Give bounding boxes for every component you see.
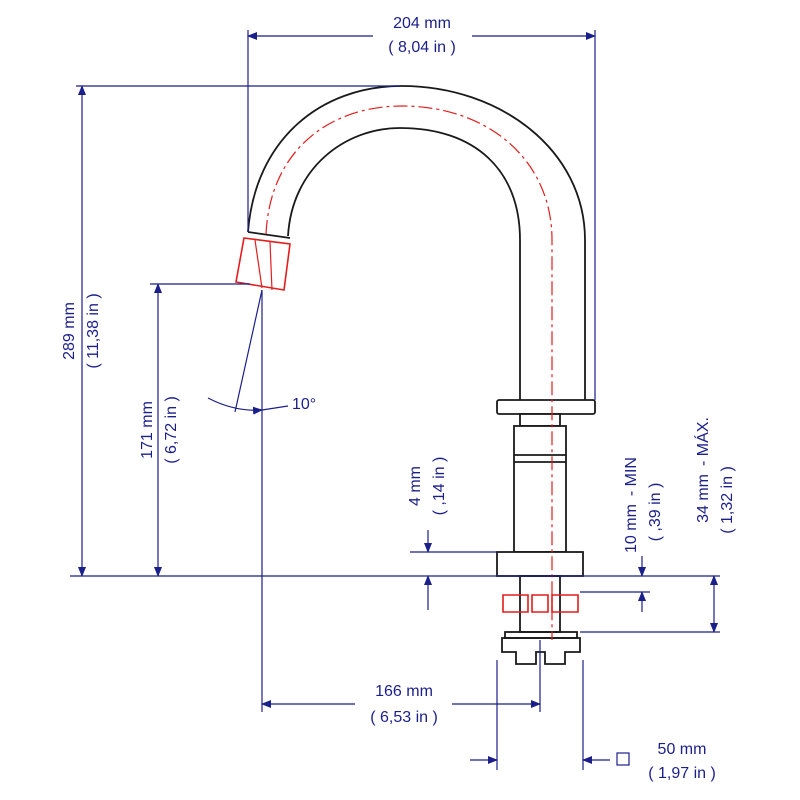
angle-leader (261, 405, 289, 411)
aerator-inner (254, 239, 273, 291)
hole-in-label: ( 1,97 in ) (648, 765, 716, 782)
spout-outer-curve (247, 85, 586, 400)
spout-height-mm-label: 171 mm (139, 401, 156, 459)
flange-mm-label: 4 mm (407, 466, 424, 506)
flange-in-label: ( ,14 in ) (431, 457, 448, 516)
aerator-tip (247, 231, 291, 239)
min-suffix: - MIN (623, 457, 640, 496)
base-flange (496, 551, 584, 577)
spout-centerline (265, 105, 553, 640)
angle-ray (234, 289, 263, 413)
min-mm-value: 10 mm (623, 504, 640, 553)
faucet-body (247, 85, 596, 665)
dimension-labels: 204 mm ( 8,04 in ) 289 mm ( 11,38 in ) 1… (61, 15, 736, 782)
base-collar (496, 399, 596, 415)
faucet-column (513, 425, 567, 553)
min-mm-label: 10 mm - MIN (623, 457, 640, 553)
reach-mm-label: 166 mm (375, 683, 433, 700)
extension-lines (70, 30, 720, 770)
spout-height-in-label: ( 6,72 in ) (163, 396, 180, 464)
max-mm-value: 34 mm (695, 474, 712, 523)
angle-lines (207, 289, 289, 712)
height-mm-label: 289 mm (61, 302, 78, 360)
square-symbol-icon (616, 752, 630, 766)
height-in-label: ( 11,38 in ) (85, 293, 102, 368)
min-in-label: ( ,39 in ) (647, 483, 664, 542)
angle-label: 10° (292, 396, 316, 413)
reach-in-label: ( 6,53 in ) (370, 709, 438, 726)
deck-fitting (502, 594, 579, 613)
spout-inner-curve (287, 127, 521, 400)
aerator-outline (235, 237, 291, 291)
angle-arc (207, 397, 263, 415)
max-in-label: ( 1,32 in ) (719, 466, 736, 534)
max-suffix: - MÁX. (693, 417, 712, 466)
collar-neck (519, 413, 561, 427)
under-deck-stem (519, 575, 561, 633)
max-mm-label: 34 mm - MÁX. (693, 417, 712, 523)
width-in-label: ( 8,04 in ) (388, 39, 456, 56)
centerlines (235, 105, 579, 640)
mounting-nut (501, 637, 581, 665)
nut-washer (504, 631, 578, 639)
width-mm-label: 204 mm (393, 15, 451, 32)
dimension-lines (78, 32, 718, 766)
hole-mm-label: 50 mm (658, 741, 707, 758)
